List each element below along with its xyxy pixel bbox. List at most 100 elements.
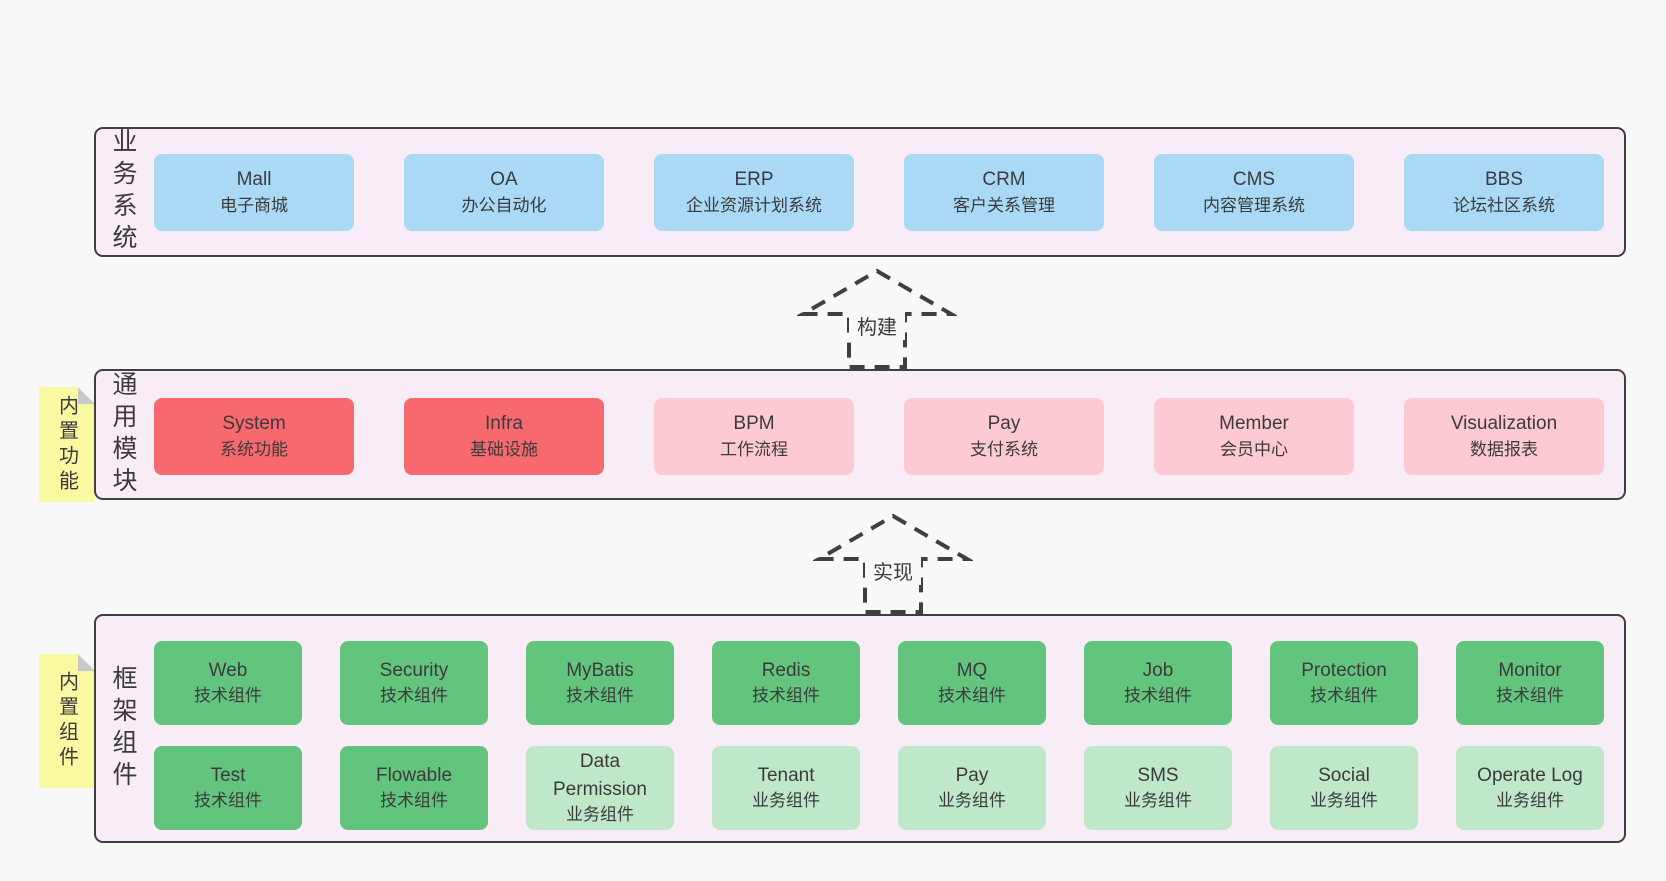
box-desc: 系统功能 xyxy=(220,439,288,459)
box-name: CMS xyxy=(1232,169,1276,191)
box-desc: 业务组件 xyxy=(938,791,1006,811)
box-name: ERP xyxy=(734,169,774,191)
box-desc: 业务组件 xyxy=(1310,791,1378,811)
box-mq: MQ 技术组件 xyxy=(898,641,1046,725)
box-name: Pay xyxy=(987,413,1021,435)
box-tenant: Tenant 业务组件 xyxy=(712,746,860,830)
box-desc: 数据报表 xyxy=(1470,439,1538,459)
box-desc: 电子商城 xyxy=(220,195,288,215)
box-desc: 支付系统 xyxy=(970,439,1038,459)
box-job: Job 技术组件 xyxy=(1084,641,1232,725)
box-desc: 技术组件 xyxy=(1124,686,1192,706)
box-desc: 业务组件 xyxy=(1496,791,1564,811)
sticky-note-builtin-components: 内置组件 xyxy=(39,654,95,788)
box-name: Redis xyxy=(761,659,811,681)
arrow-label-backdrop xyxy=(849,312,905,340)
panel-framework-components: 框架组件 Web 技术组件 Security 技术组件 MyBatis 技术组件… xyxy=(94,614,1626,843)
box-infra: Infra 基础设施 xyxy=(404,398,604,475)
sticky-note-builtin-functions: 内置功能 xyxy=(39,387,95,502)
box-monitor: Monitor 技术组件 xyxy=(1456,641,1604,725)
box-pay-system: Pay 支付系统 xyxy=(904,398,1104,475)
box-desc: 技术组件 xyxy=(194,791,262,811)
dashed-up-arrow-icon xyxy=(797,268,957,369)
box-bbs: BBS 论坛社区系统 xyxy=(1404,154,1604,231)
box-name: SMS xyxy=(1137,764,1179,786)
box-desc: 技术组件 xyxy=(1310,686,1378,706)
box-redis: Redis 技术组件 xyxy=(712,641,860,725)
box-desc: 客户关系管理 xyxy=(953,195,1055,215)
box-desc: 论坛社区系统 xyxy=(1453,195,1555,215)
sticky-note-label: 内置功能 xyxy=(55,394,78,495)
box-name: Visualization xyxy=(1450,413,1558,435)
arrow-label: 实现 xyxy=(873,561,913,584)
box-name: BBS xyxy=(1484,169,1524,191)
box-desc: 技术组件 xyxy=(566,686,634,706)
box-name: Mall xyxy=(236,169,272,191)
box-desc: 业务组件 xyxy=(1124,791,1192,811)
box-desc: 技术组件 xyxy=(380,791,448,811)
box-desc: 技术组件 xyxy=(752,686,820,706)
box-member: Member 会员中心 xyxy=(1154,398,1354,475)
folded-corner-icon xyxy=(78,654,95,671)
box-desc: 办公自动化 xyxy=(461,195,547,215)
box-name: Member xyxy=(1219,413,1289,435)
box-name: Monitor xyxy=(1498,659,1562,681)
box-desc: 工作流程 xyxy=(720,439,788,459)
folded-corner-icon xyxy=(78,387,95,404)
box-name: BPM xyxy=(733,413,775,435)
box-name: Social xyxy=(1318,764,1370,786)
box-name: Infra xyxy=(484,413,524,435)
box-crm: CRM 客户关系管理 xyxy=(904,154,1104,231)
arrow-up-build: 构建 xyxy=(797,268,957,369)
box-erp: ERP 企业资源计划系统 xyxy=(654,154,854,231)
box-oa: OA 办公自动化 xyxy=(404,154,604,231)
panel-title: 框架组件 xyxy=(109,664,137,793)
box-cms: CMS 内容管理系统 xyxy=(1154,154,1354,231)
box-name: Test xyxy=(210,764,246,786)
box-desc: 技术组件 xyxy=(194,686,262,706)
box-desc: 业务组件 xyxy=(752,791,820,811)
box-name: OA xyxy=(490,169,518,191)
sticky-note-label: 内置组件 xyxy=(55,671,78,771)
box-name: Operate Log xyxy=(1477,764,1583,786)
box-operate-log: Operate Log 业务组件 xyxy=(1456,746,1604,830)
box-desc: 技术组件 xyxy=(380,686,448,706)
box-desc: 企业资源计划系统 xyxy=(686,195,822,215)
box-name: Job xyxy=(1142,659,1174,681)
box-desc: 基础设施 xyxy=(470,439,538,459)
box-desc: 会员中心 xyxy=(1220,439,1288,459)
box-web: Web 技术组件 xyxy=(154,641,302,725)
box-bpm: BPM 工作流程 xyxy=(654,398,854,475)
panel-business-systems: 业务系统 Mall 电子商城 OA 办公自动化 ERP 企业资源计划系统 CRM… xyxy=(94,127,1626,257)
box-name: Web xyxy=(208,659,248,681)
box-system: System 系统功能 xyxy=(154,398,354,475)
panel-common-modules: 通用模块 System 系统功能 Infra 基础设施 BPM 工作流程 Pay… xyxy=(94,369,1626,500)
box-name: Flowable xyxy=(375,764,453,786)
box-social: Social 业务组件 xyxy=(1270,746,1418,830)
box-name: MQ xyxy=(956,659,988,681)
panel-title: 业务系统 xyxy=(109,128,137,256)
box-mybatis: MyBatis 技术组件 xyxy=(526,641,674,725)
box-sms: SMS 业务组件 xyxy=(1084,746,1232,830)
dashed-up-arrow-icon xyxy=(813,513,973,614)
box-visualization: Visualization 数据报表 xyxy=(1404,398,1604,475)
arrow-up-implement: 实现 xyxy=(813,513,973,614)
arrow-label-backdrop xyxy=(865,557,921,585)
box-data-permission: Data Permission 业务组件 xyxy=(526,746,674,830)
panel-title: 通用模块 xyxy=(109,370,137,499)
box-name: Data Permission xyxy=(553,751,647,800)
box-desc: 内容管理系统 xyxy=(1203,195,1305,215)
arrow-label: 构建 xyxy=(857,316,897,339)
box-name: Security xyxy=(379,659,449,681)
box-desc: 技术组件 xyxy=(1496,686,1564,706)
box-protection: Protection 技术组件 xyxy=(1270,641,1418,725)
box-name: Protection xyxy=(1301,659,1387,681)
box-desc: 技术组件 xyxy=(938,686,1006,706)
box-name: Tenant xyxy=(757,764,815,786)
box-test: Test 技术组件 xyxy=(154,746,302,830)
box-desc: 业务组件 xyxy=(566,805,634,825)
box-name: Pay xyxy=(955,764,989,786)
box-security: Security 技术组件 xyxy=(340,641,488,725)
box-mall: Mall 电子商城 xyxy=(154,154,354,231)
box-flowable: Flowable 技术组件 xyxy=(340,746,488,830)
